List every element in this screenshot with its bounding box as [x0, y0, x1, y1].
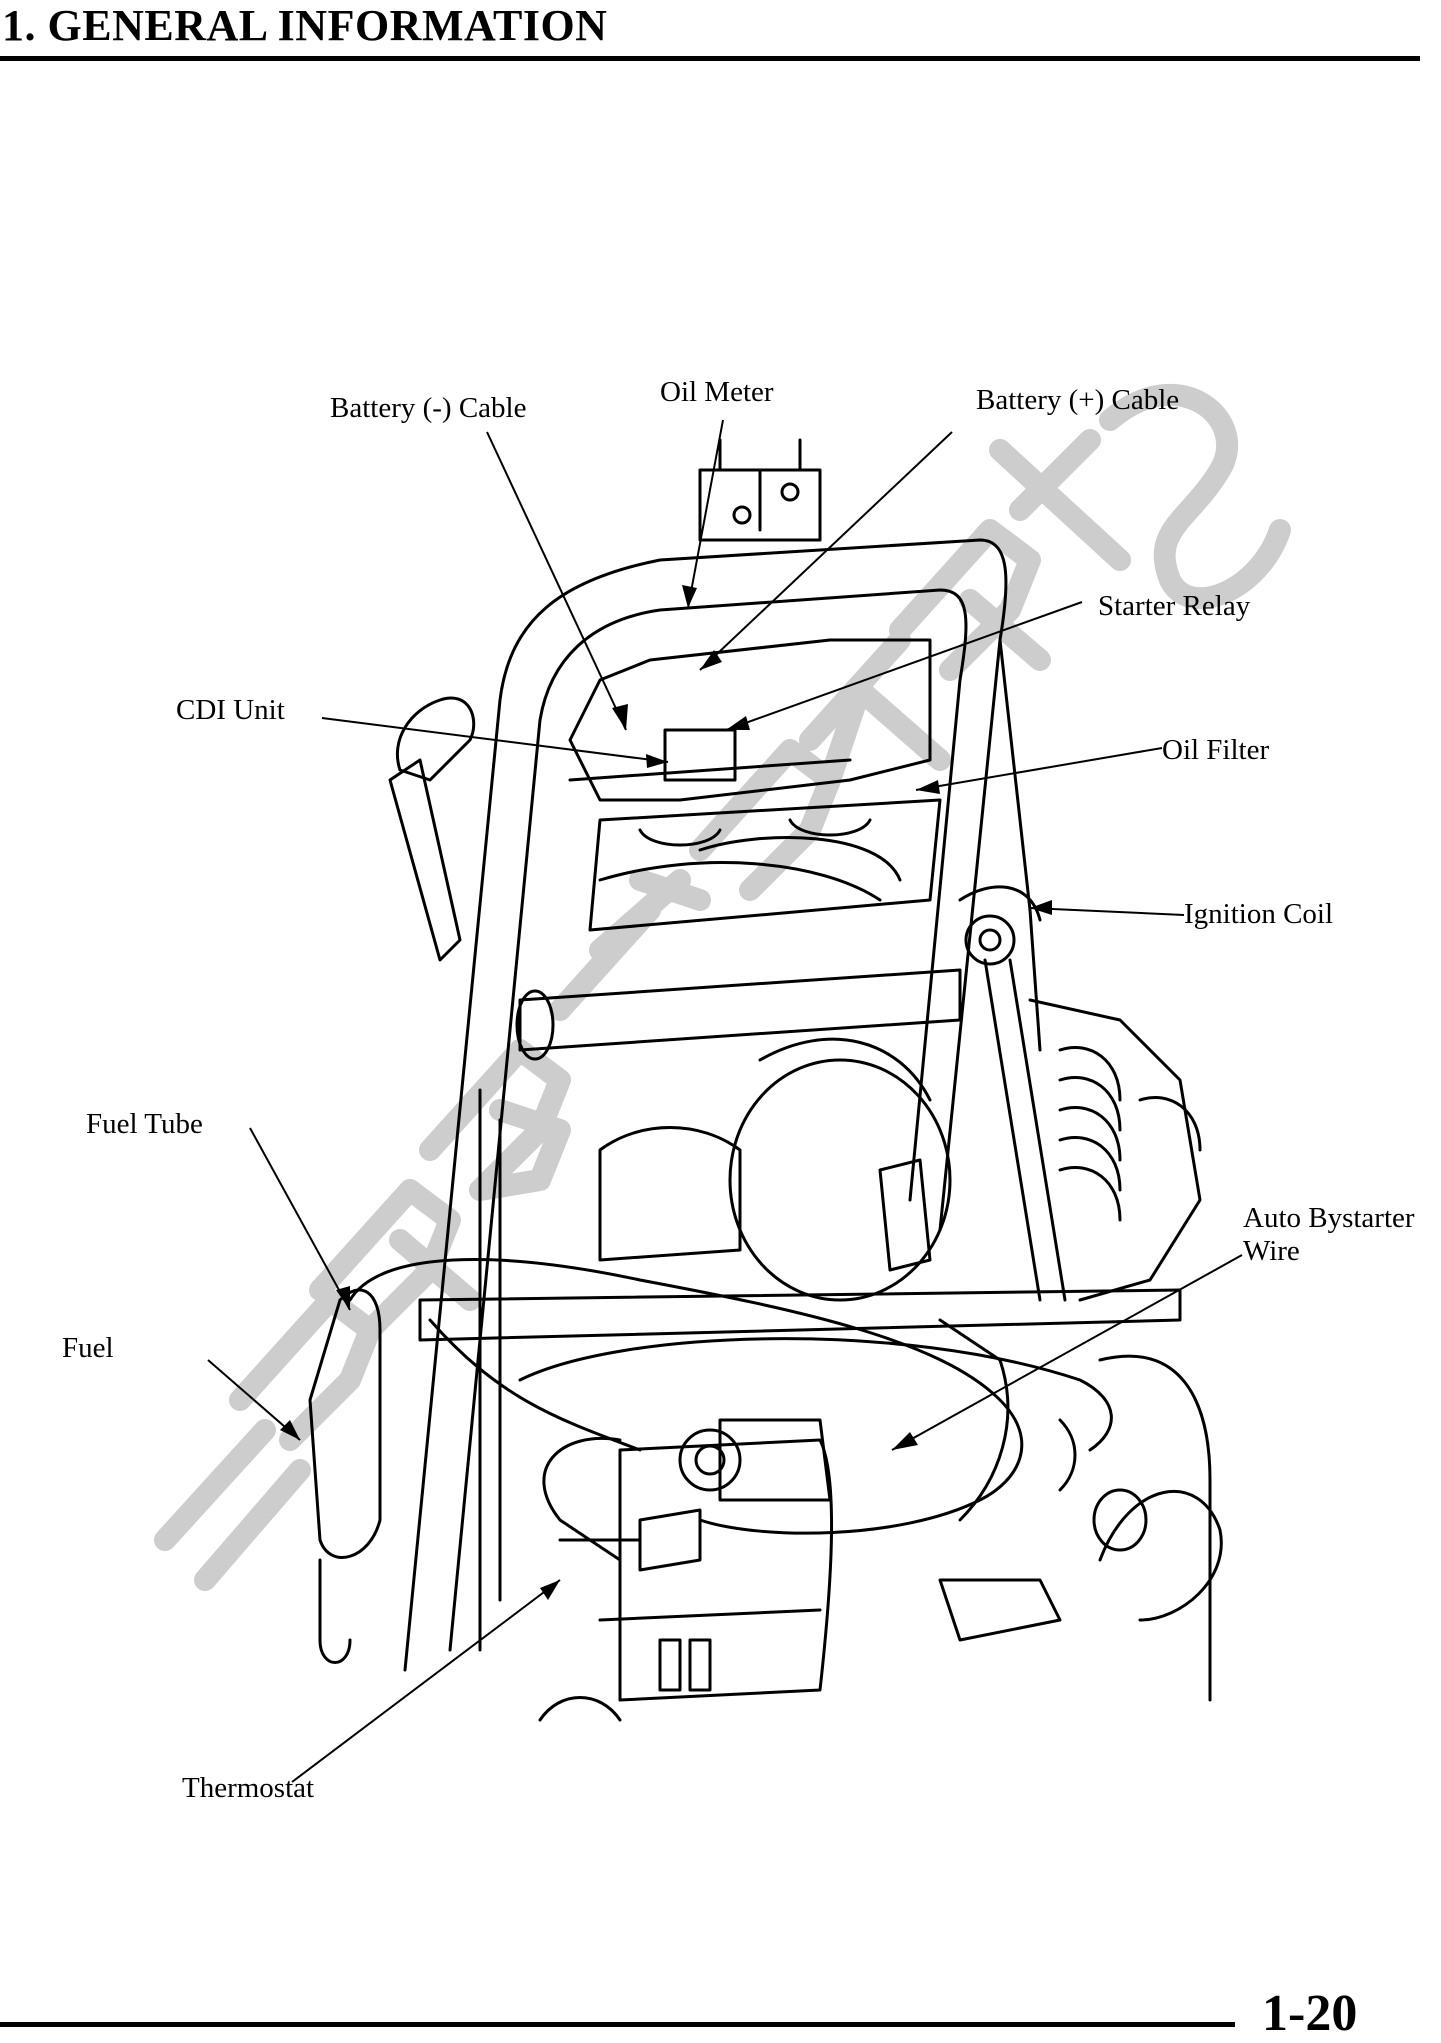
- drawing-linework: [308, 438, 1223, 1722]
- page-header: 1. GENERAL INFORMATION: [0, 0, 1420, 61]
- callout-cdi-unit: CDI Unit: [176, 694, 285, 726]
- callout-battery-neg-cable: Battery (-) Cable: [330, 392, 527, 424]
- callout-thermostat: Thermostat: [182, 1772, 315, 1804]
- footer-rule: [0, 2022, 1235, 2027]
- callout-starter-relay: Starter Relay: [1098, 590, 1251, 622]
- leader-lines: [207, 419, 1243, 1783]
- callout-battery-pos-cable: Battery (+) Cable: [976, 384, 1180, 416]
- callout-fuel-tube: Fuel Tube: [86, 1108, 203, 1140]
- callout-auto-bystarter-wire: Auto Bystarter Wire: [1243, 1202, 1415, 1267]
- page-title: 1. GENERAL INFORMATION: [2, 1, 608, 50]
- callout-oil-meter: Oil Meter: [660, 376, 774, 408]
- page-number: 1-20: [1262, 1985, 1358, 2042]
- callout-ignition-coil: Ignition Coil: [1184, 898, 1334, 930]
- callout-fuel: Fuel: [62, 1332, 114, 1364]
- leader-arrowheads: [280, 585, 1052, 1600]
- callout-oil-filter: Oil Filter: [1162, 734, 1270, 766]
